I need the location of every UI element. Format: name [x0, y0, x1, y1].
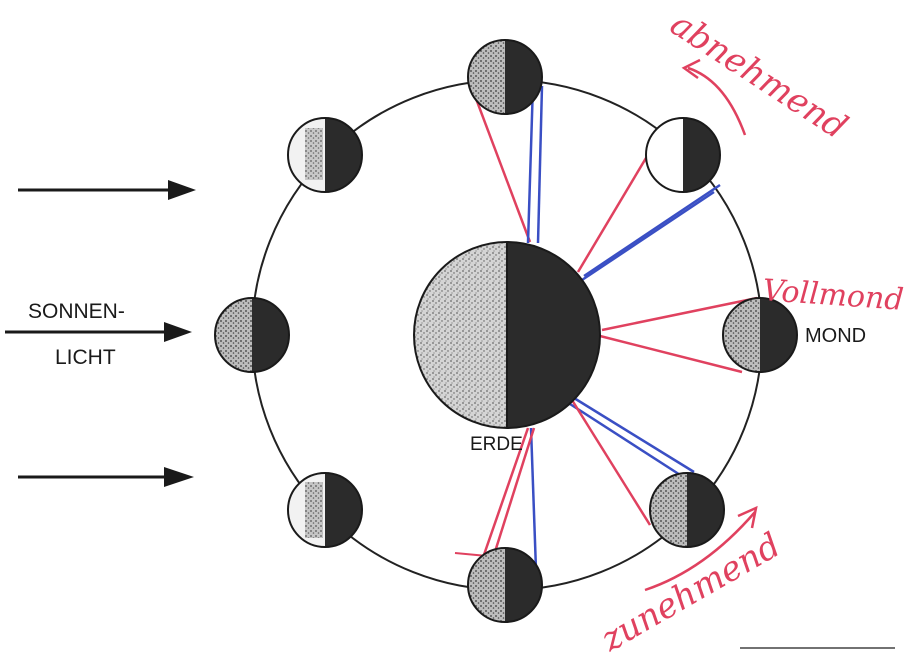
moon-phase-icon [468, 40, 542, 114]
moon-phase-icon [650, 473, 724, 547]
sunlight-arrow-icon [18, 180, 196, 200]
sunlight-arrow-icon [18, 467, 194, 487]
earth-icon [414, 242, 600, 428]
moon-label: MOND [805, 325, 866, 347]
moon-phase-icon [215, 298, 289, 372]
sunlight-label-line2: LICHT [55, 346, 116, 369]
moon-phase-icon [288, 118, 362, 192]
moon-phase-icon [646, 118, 720, 192]
sunlight-label-line1: SONNEN- [28, 300, 125, 323]
moon-phase-icon [468, 548, 542, 622]
sunlight-arrows [5, 180, 196, 487]
earth-label: ERDE [470, 434, 523, 455]
moon-phase-icon [288, 473, 362, 547]
sunlight-arrow-icon [5, 322, 192, 342]
